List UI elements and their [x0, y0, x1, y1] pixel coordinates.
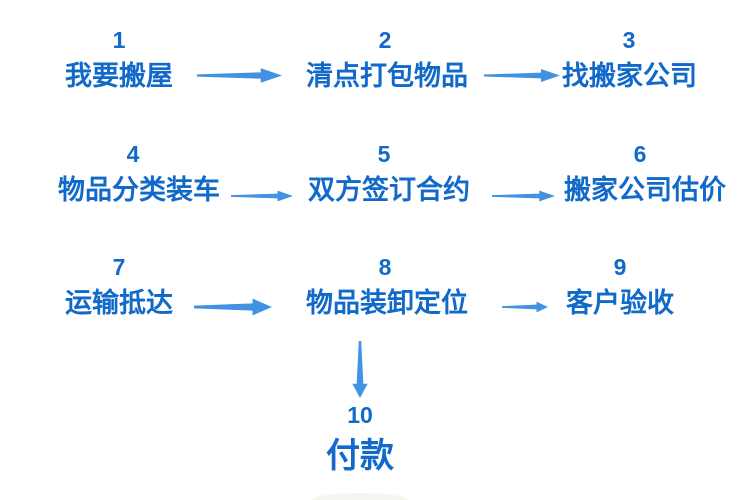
step-number: 2	[378, 27, 392, 53]
step-label: 双方签订合约	[308, 175, 470, 205]
step-number: 4	[126, 141, 140, 167]
step-label: 物品装卸定位	[306, 288, 468, 318]
step-8: 8 物品装卸定位	[306, 254, 468, 319]
arrow-1-to-2-icon	[197, 68, 282, 83]
step-5: 5 双方签订合约	[308, 141, 470, 206]
step-number: 10	[347, 402, 373, 428]
step-10: 10 付款	[308, 404, 412, 475]
step-label: 运输抵达	[65, 288, 173, 318]
step-number: 5	[377, 141, 391, 167]
step-number: 3	[622, 27, 636, 53]
cropped-bottom-artifact	[312, 493, 408, 500]
arrow-2-to-3-icon	[484, 68, 560, 83]
arrow-7-to-8-icon	[194, 298, 272, 316]
arrow-8-to-10-down-icon	[352, 341, 368, 398]
step-number: 9	[613, 254, 627, 280]
step-9: 9 客户验收	[564, 256, 676, 319]
step-4: 4 物品分类装车	[58, 141, 220, 206]
arrow-4-to-5-icon	[231, 190, 293, 202]
step-number: 1	[112, 27, 126, 53]
step-label: 客户验收	[566, 288, 674, 318]
step-label: 清点打包物品	[306, 61, 468, 91]
arrow-8-to-9-icon	[502, 301, 548, 313]
step-number: 8	[378, 254, 392, 280]
step-7: 7 运输抵达	[62, 256, 176, 319]
step-label: 找搬家公司	[562, 61, 697, 91]
arrow-5-to-6-icon	[492, 190, 555, 202]
step-3: 3 找搬家公司	[562, 27, 697, 92]
step-1: 1 我要搬屋	[64, 29, 174, 92]
step-number: 6	[633, 141, 647, 167]
step-label: 搬家公司估价	[564, 175, 726, 205]
step-2: 2 清点打包物品	[306, 27, 468, 92]
step-6: 6 搬家公司估价	[564, 141, 726, 206]
step-label: 物品分类装车	[58, 175, 220, 205]
step-label: 付款	[326, 437, 394, 475]
step-label: 我要搬屋	[65, 61, 173, 91]
step-number: 7	[112, 254, 126, 280]
